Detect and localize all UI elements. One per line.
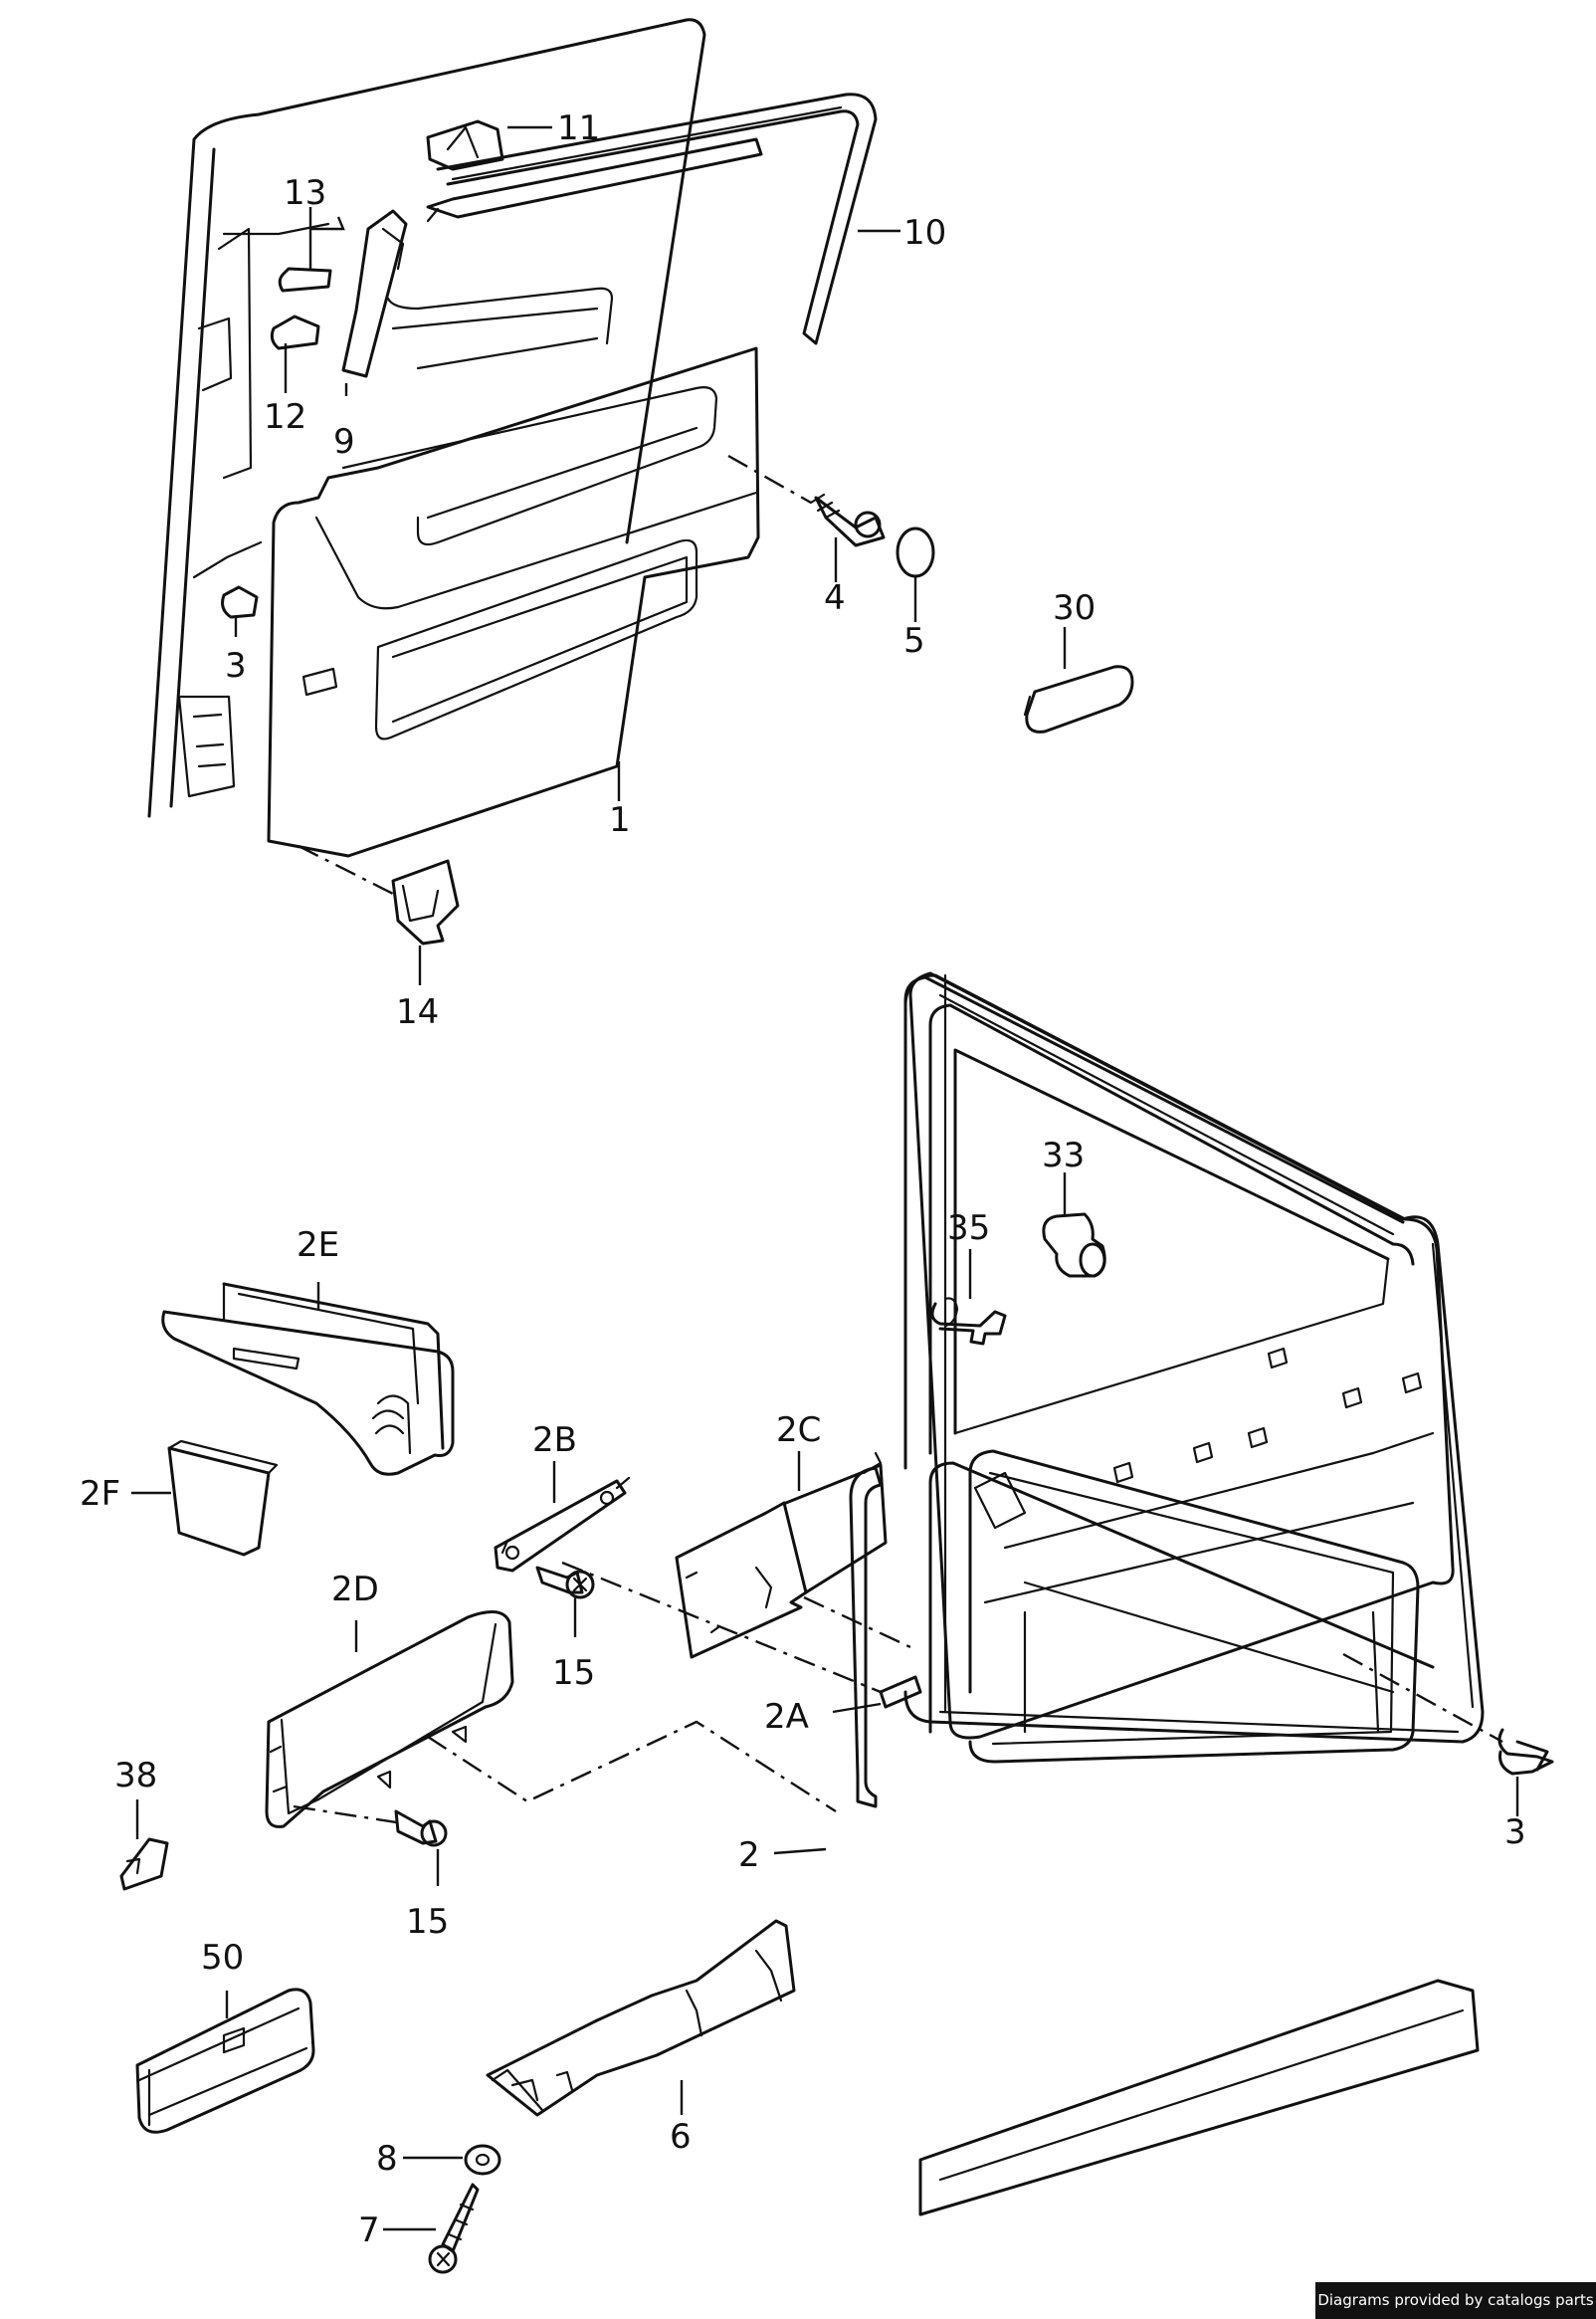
part-4-screw	[809, 493, 886, 547]
callout-7: 7	[358, 2211, 380, 2250]
part-6-panel	[486, 1919, 796, 2117]
part-15-screw-lower	[394, 1809, 448, 1847]
part-50-box	[135, 1988, 315, 2134]
door-glass	[903, 975, 1415, 1470]
part-15-screw-upper	[535, 1566, 595, 1599]
callout-30: 30	[1053, 588, 1096, 628]
part-35-clip	[930, 1297, 1007, 1346]
callout-2F: 2F	[80, 1474, 120, 1514]
part-2A-clip	[879, 1675, 922, 1709]
callout-38: 38	[114, 1756, 157, 1795]
upper-door-frame	[147, 18, 706, 818]
part-2-seal-strip	[849, 1451, 883, 1808]
part-30-cover	[1023, 665, 1134, 734]
part-2B-bracket	[494, 1476, 631, 1573]
lower-door-sill	[918, 1979, 1480, 2216]
window-strip	[426, 137, 763, 223]
part-33-cap	[1042, 1212, 1106, 1278]
credit-banner: Diagrams provided by catalogs parts	[1315, 2282, 1596, 2319]
lower-dash-lines	[293, 1561, 1503, 1825]
callout-labels: 11 13 10 12 9 4 30 5 3 1 14 33 35 2E 2B …	[80, 108, 1526, 2250]
upper-leaders	[234, 125, 1067, 985]
part-5-cap	[896, 527, 935, 578]
callout-50: 50	[201, 1938, 244, 1978]
part-10-window-seal	[436, 93, 878, 345]
part-2D-cover	[265, 1610, 514, 1828]
part-1-trim-panel	[267, 346, 760, 858]
part-11-guide	[426, 119, 504, 171]
part-13-clip	[222, 222, 332, 293]
callout-33: 33	[1042, 1136, 1085, 1175]
part-2E-box	[161, 1282, 455, 1476]
part-38-clip	[119, 1837, 169, 1891]
part-2F-pocket	[167, 1439, 279, 1557]
callout-11: 11	[557, 108, 600, 148]
callout-35: 35	[947, 1208, 990, 1248]
callout-1: 1	[609, 800, 631, 840]
door-inner-panel	[968, 1431, 1435, 1764]
callout-2D: 2D	[331, 1570, 379, 1609]
callout-4: 4	[824, 578, 846, 618]
lower-leaders	[131, 1172, 1519, 2231]
callout-6: 6	[670, 2117, 692, 2157]
door-tabs	[1112, 1347, 1423, 1484]
callout-15-upper: 15	[552, 1653, 595, 1693]
callout-2: 2	[738, 1835, 760, 1875]
callout-12: 12	[264, 397, 306, 437]
callout-10: 10	[903, 213, 946, 253]
part-2-door-shell	[903, 971, 1485, 1744]
callout-5: 5	[903, 621, 925, 661]
callout-2A: 2A	[764, 1697, 809, 1737]
callout-9: 9	[333, 422, 355, 462]
callout-14: 14	[396, 992, 439, 1032]
upper-dash-lines	[298, 454, 812, 896]
callout-3-lower: 3	[1504, 1812, 1526, 1852]
callout-2E: 2E	[297, 1225, 339, 1265]
part-9-bracket	[341, 209, 408, 378]
part-7-screw	[428, 2183, 480, 2274]
door-window-opening	[908, 973, 1455, 1740]
part-2C-plate	[675, 1463, 888, 1659]
callout-2B: 2B	[532, 1420, 577, 1460]
part-14-bracket	[391, 859, 460, 946]
part-3-clip-upper	[192, 540, 263, 619]
part-12-clip	[270, 315, 320, 350]
part-3-clip-lower	[1497, 1728, 1554, 1776]
callout-2C: 2C	[776, 1410, 821, 1450]
part-8-washer	[464, 2144, 501, 2176]
callout-3-upper: 3	[225, 646, 247, 686]
callout-13: 13	[284, 173, 326, 213]
callout-8: 8	[376, 2139, 398, 2179]
callout-15-lower: 15	[406, 1902, 449, 1942]
